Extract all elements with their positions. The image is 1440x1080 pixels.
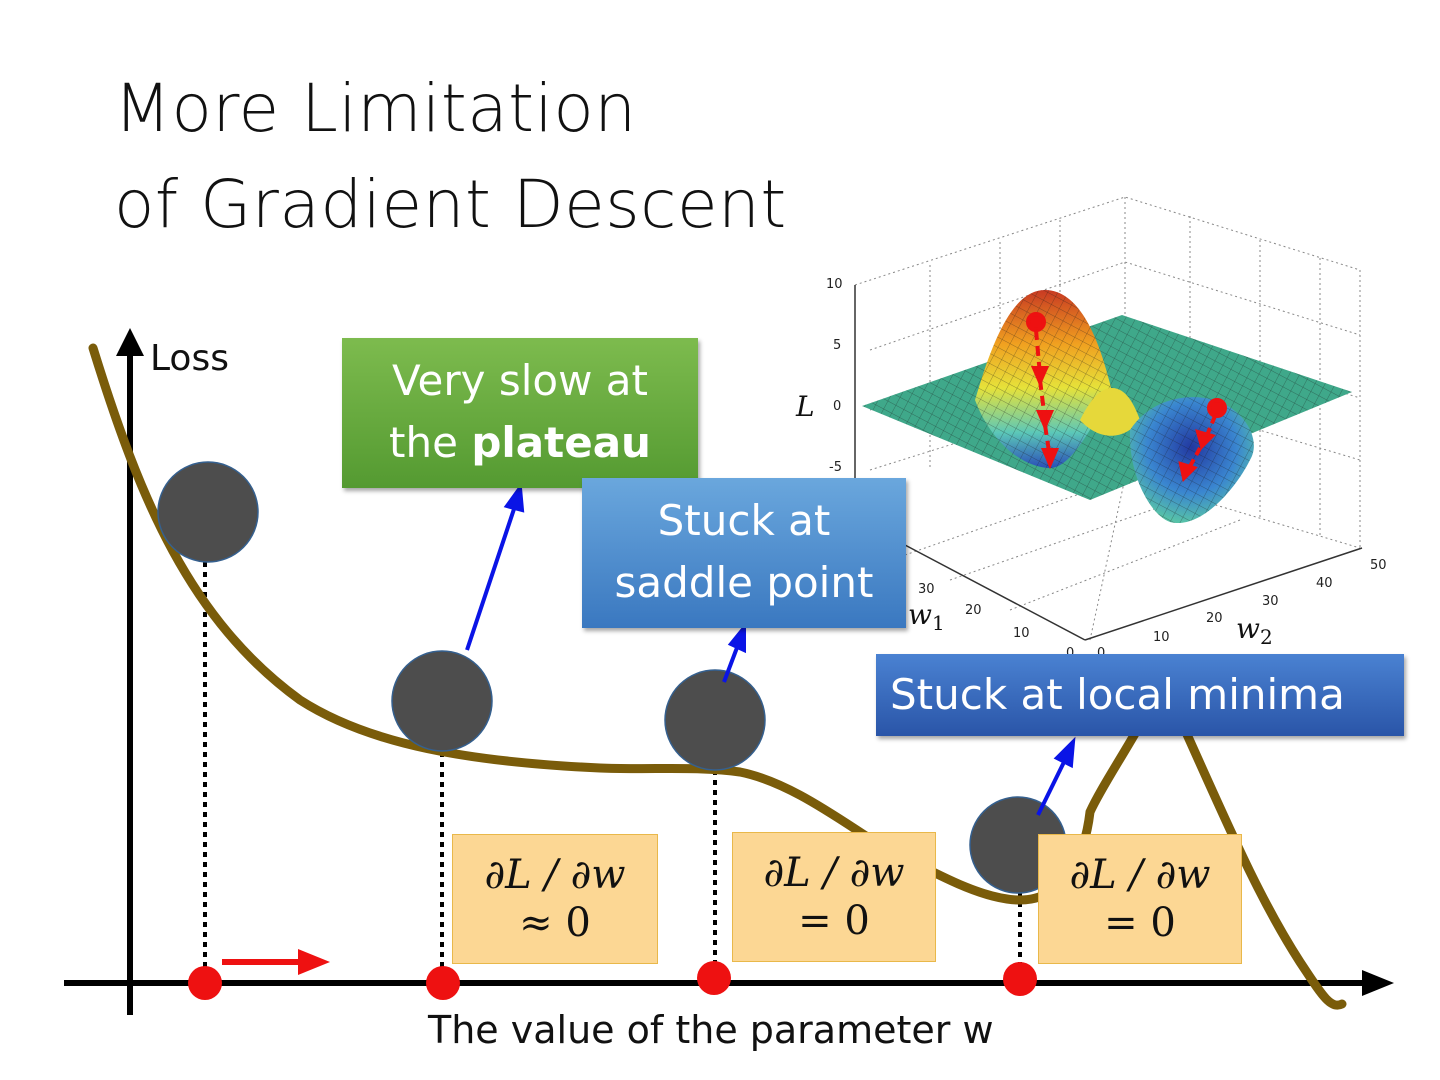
w1-tick-20: 20 xyxy=(965,603,982,618)
axis-point-3 xyxy=(697,961,731,995)
z-tick-10: 10 xyxy=(826,277,843,292)
slide-title-line-1: More Limitation xyxy=(114,70,637,147)
balls xyxy=(157,461,1067,894)
z-tick-minus-5: -5 xyxy=(829,460,842,475)
w2-tick-40: 40 xyxy=(1316,576,1333,591)
callout-saddle-line-1: Stuck at xyxy=(657,496,831,545)
axis-point-1 xyxy=(188,966,222,1000)
surface-plot xyxy=(854,196,1363,641)
surface-z-label: L xyxy=(796,390,815,423)
surface-hump xyxy=(1080,388,1140,436)
gradient-box-3: ∂L / ∂w = 0 xyxy=(1038,834,1242,964)
axis-point-4 xyxy=(1003,962,1037,996)
projection-lines xyxy=(203,562,1022,975)
w2-tick-30: 30 xyxy=(1262,594,1279,609)
callout-plateau: Very slow at the plateau xyxy=(342,338,698,488)
w2-tick-10: 10 xyxy=(1153,630,1170,645)
step-arrow xyxy=(222,949,330,975)
x-axis-label: The value of the parameter w xyxy=(428,1008,994,1052)
z-tick-5: 5 xyxy=(833,338,842,353)
y-axis-arrowhead xyxy=(116,328,144,356)
gradient-value-3: = 0 xyxy=(1104,900,1176,946)
axis-point-2 xyxy=(426,966,460,1000)
pointer-arrow-local xyxy=(1036,759,1067,816)
ball-2 xyxy=(391,650,493,752)
slide-title-line-2: of Gradient Descent xyxy=(114,166,787,243)
gradient-box-1: ∂L / ∂w ≈ 0 xyxy=(452,834,658,964)
callout-saddle-point: Stuck at saddle point xyxy=(582,478,906,628)
pointer-arrow-plateau xyxy=(465,505,517,651)
gradient-value-1: ≈ 0 xyxy=(519,900,591,946)
ball-3 xyxy=(664,669,766,771)
surface-w2-label: w2 xyxy=(1236,612,1273,649)
callout-plateau-line-2: the plateau xyxy=(389,418,651,467)
ball-1 xyxy=(157,461,259,563)
pointer-arrow-saddle xyxy=(722,644,740,683)
surface-descent-path-1 xyxy=(1026,312,1060,470)
callout-plateau-line-1: Very slow at xyxy=(392,356,648,405)
callout-saddle-line-2: saddle point xyxy=(614,558,874,607)
callout-plateau-bold: plateau xyxy=(471,418,651,467)
y-axis-label: Loss xyxy=(150,338,229,379)
callout-local-minima: Stuck at local minima xyxy=(876,654,1404,736)
w1-tick-10: 10 xyxy=(1013,626,1030,641)
w1-tick-30: 30 xyxy=(918,582,935,597)
surface-peak-mesh xyxy=(975,290,1112,469)
surface-descent-path-2 xyxy=(1178,398,1227,483)
w1-tick-0: 0 xyxy=(1066,646,1074,661)
gradient-value-2: = 0 xyxy=(798,898,870,944)
x-axis-arrowhead xyxy=(1362,970,1394,996)
w2-tick-0: 0 xyxy=(1097,646,1105,661)
w2-tick-20: 20 xyxy=(1206,611,1223,626)
surface-axes xyxy=(854,285,1363,641)
pointer-arrows xyxy=(465,482,1076,816)
z-tick-0: 0 xyxy=(833,399,842,414)
gradient-expr-2: ∂L / ∂w xyxy=(763,850,905,896)
gradient-expr-1: ∂L / ∂w xyxy=(484,852,626,898)
surface-w1-label: w1 xyxy=(908,598,945,635)
gradient-expr-3: ∂L / ∂w xyxy=(1069,852,1211,898)
axis-points xyxy=(188,961,1037,1000)
w2-tick-50: 50 xyxy=(1370,558,1387,573)
loss-curve xyxy=(88,343,1347,1010)
gradient-box-2: ∂L / ∂w = 0 xyxy=(732,832,936,962)
